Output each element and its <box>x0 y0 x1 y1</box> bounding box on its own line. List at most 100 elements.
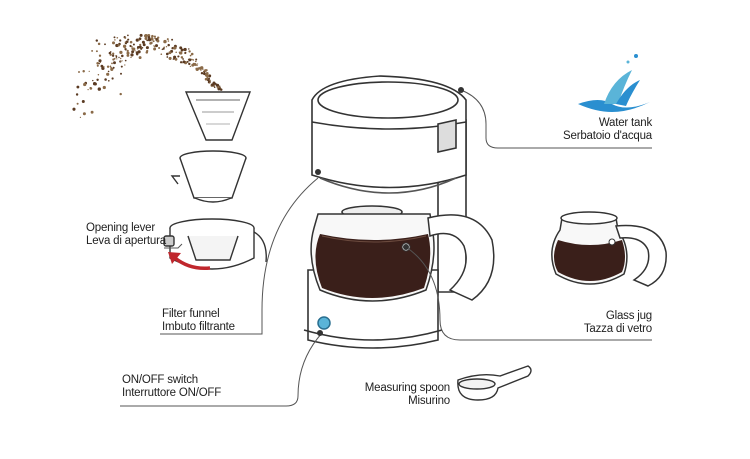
coffee-ground-particle <box>188 50 191 53</box>
coffee-ground-particle <box>200 71 204 75</box>
coffee-ground-particle <box>125 42 128 45</box>
coffee-ground-particle <box>175 51 177 54</box>
coffee-ground-particle <box>117 44 120 47</box>
coffee-ground-particle <box>83 82 87 87</box>
coffee-ground-particle <box>156 39 160 43</box>
measuring-spoon-it: Misurino <box>408 395 450 407</box>
coffee-ground-particle <box>125 40 129 43</box>
coffee-ground-particle <box>129 44 132 48</box>
coffee-ground-particle <box>179 46 183 50</box>
glass-jug-en: Glass jug <box>605 310 652 322</box>
coffee-ground-particle <box>158 46 161 50</box>
coffee-grounds <box>72 33 223 119</box>
coffee-ground-particle <box>163 46 166 49</box>
coffee-ground-particle <box>141 47 144 49</box>
coffee-ground-particle <box>127 38 130 41</box>
coffee-ground-particle <box>131 45 133 48</box>
coffee-ground-particle <box>111 77 114 80</box>
coffee-ground-particle <box>119 92 122 96</box>
coffee-ground-particle <box>141 40 145 44</box>
coffee-ground-particle <box>89 87 93 90</box>
coffee-ground-particle <box>109 65 112 68</box>
coffee-ground-particle <box>72 107 76 111</box>
coffee-ground-particle <box>189 54 192 57</box>
coffee-ground-particle <box>107 70 110 73</box>
coffee-ground-particle <box>113 61 116 65</box>
coffee-ground-particle <box>197 63 199 65</box>
coffee-ground-particle <box>119 50 123 55</box>
coffee-ground-particle <box>87 88 89 91</box>
coffee-ground-particle <box>213 86 216 88</box>
coffee-ground-particle <box>177 55 180 57</box>
coffee-ground-particle <box>146 39 149 42</box>
paper-filter-icon <box>184 91 252 141</box>
coffee-ground-particle <box>191 63 195 67</box>
leader-dot-water-tank <box>458 87 464 93</box>
coffee-ground-particle <box>145 46 149 50</box>
coffee-ground-particle <box>127 34 129 37</box>
coffee-ground-particle <box>130 56 132 59</box>
coffee-ground-particle <box>126 54 130 57</box>
coffee-ground-particle <box>78 71 80 73</box>
coffee-ground-particle <box>192 59 195 61</box>
coffee-ground-particle <box>151 36 153 39</box>
coffee-ground-particle <box>144 36 148 41</box>
glass-jug-icon <box>551 211 667 287</box>
glass-jug-it: Tazza di vetro <box>583 323 652 335</box>
coffee-ground-particle <box>92 79 94 82</box>
coffee-ground-particle <box>160 53 163 56</box>
coffee-ground-particle <box>109 51 112 53</box>
coffee-ground-particle <box>116 58 118 60</box>
coffee-ground-particle <box>150 41 153 45</box>
coffee-ground-particle <box>157 36 160 39</box>
coffee-ground-particle <box>75 93 79 96</box>
coffee-ground-particle <box>131 50 135 54</box>
coffee-ground-particle <box>124 48 127 51</box>
coffee-ground-particle <box>119 39 122 42</box>
coffee-ground-particle <box>90 110 94 114</box>
coffee-ground-particle <box>114 39 116 41</box>
coffee-ground-particle <box>118 56 120 59</box>
coffee-ground-particle <box>96 64 99 67</box>
opening-lever-en: Opening lever <box>86 222 155 234</box>
coffee-ground-particle <box>215 83 220 87</box>
coffee-ground-particle <box>209 79 211 82</box>
coffee-ground-particle <box>144 34 147 38</box>
coffee-ground-particle <box>166 56 169 58</box>
coffee-ground-particle <box>168 51 172 55</box>
coffee-ground-particle <box>112 41 115 45</box>
coffee-ground-particle <box>121 60 123 62</box>
coffee-ground-particle <box>163 41 165 43</box>
coffee-ground-particle <box>152 40 155 43</box>
coffee-ground-particle <box>134 50 136 52</box>
coffee-ground-particle <box>124 59 127 62</box>
coffee-ground-particle <box>179 61 183 64</box>
coffee-ground-particle <box>98 54 102 57</box>
coffee-ground-particle <box>96 78 99 81</box>
coffee-ground-particle <box>110 66 113 69</box>
coffee-ground-particle <box>207 77 211 80</box>
coffee-ground-particle <box>168 56 172 60</box>
coffee-ground-particle <box>101 66 105 71</box>
coffee-ground-particle <box>204 73 209 77</box>
coffee-ground-particle <box>76 102 79 105</box>
coffee-ground-particle <box>103 65 105 68</box>
coffee-ground-particle <box>126 49 129 53</box>
coffee-ground-particle <box>147 36 151 39</box>
coffee-ground-particle <box>104 43 106 46</box>
filter-funnel-icon <box>170 150 247 203</box>
coffee-ground-particle <box>183 47 187 52</box>
water-tank-en: Water tank <box>598 117 652 129</box>
coffee-ground-particle <box>138 39 140 41</box>
coffee-ground-particle <box>188 48 190 50</box>
coffee-ground-particle <box>132 47 136 51</box>
coffee-ground-particle <box>97 87 101 91</box>
water-tank-it: Serbatoio d'acqua <box>563 130 652 142</box>
lever-arrow-head <box>168 252 181 264</box>
coffee-ground-particle <box>182 60 186 64</box>
coffee-ground-particle <box>131 47 133 49</box>
coffee-ground-particle <box>150 37 154 41</box>
glass-jug-in-machine-icon <box>310 213 495 302</box>
coffee-ground-particle <box>129 40 133 44</box>
